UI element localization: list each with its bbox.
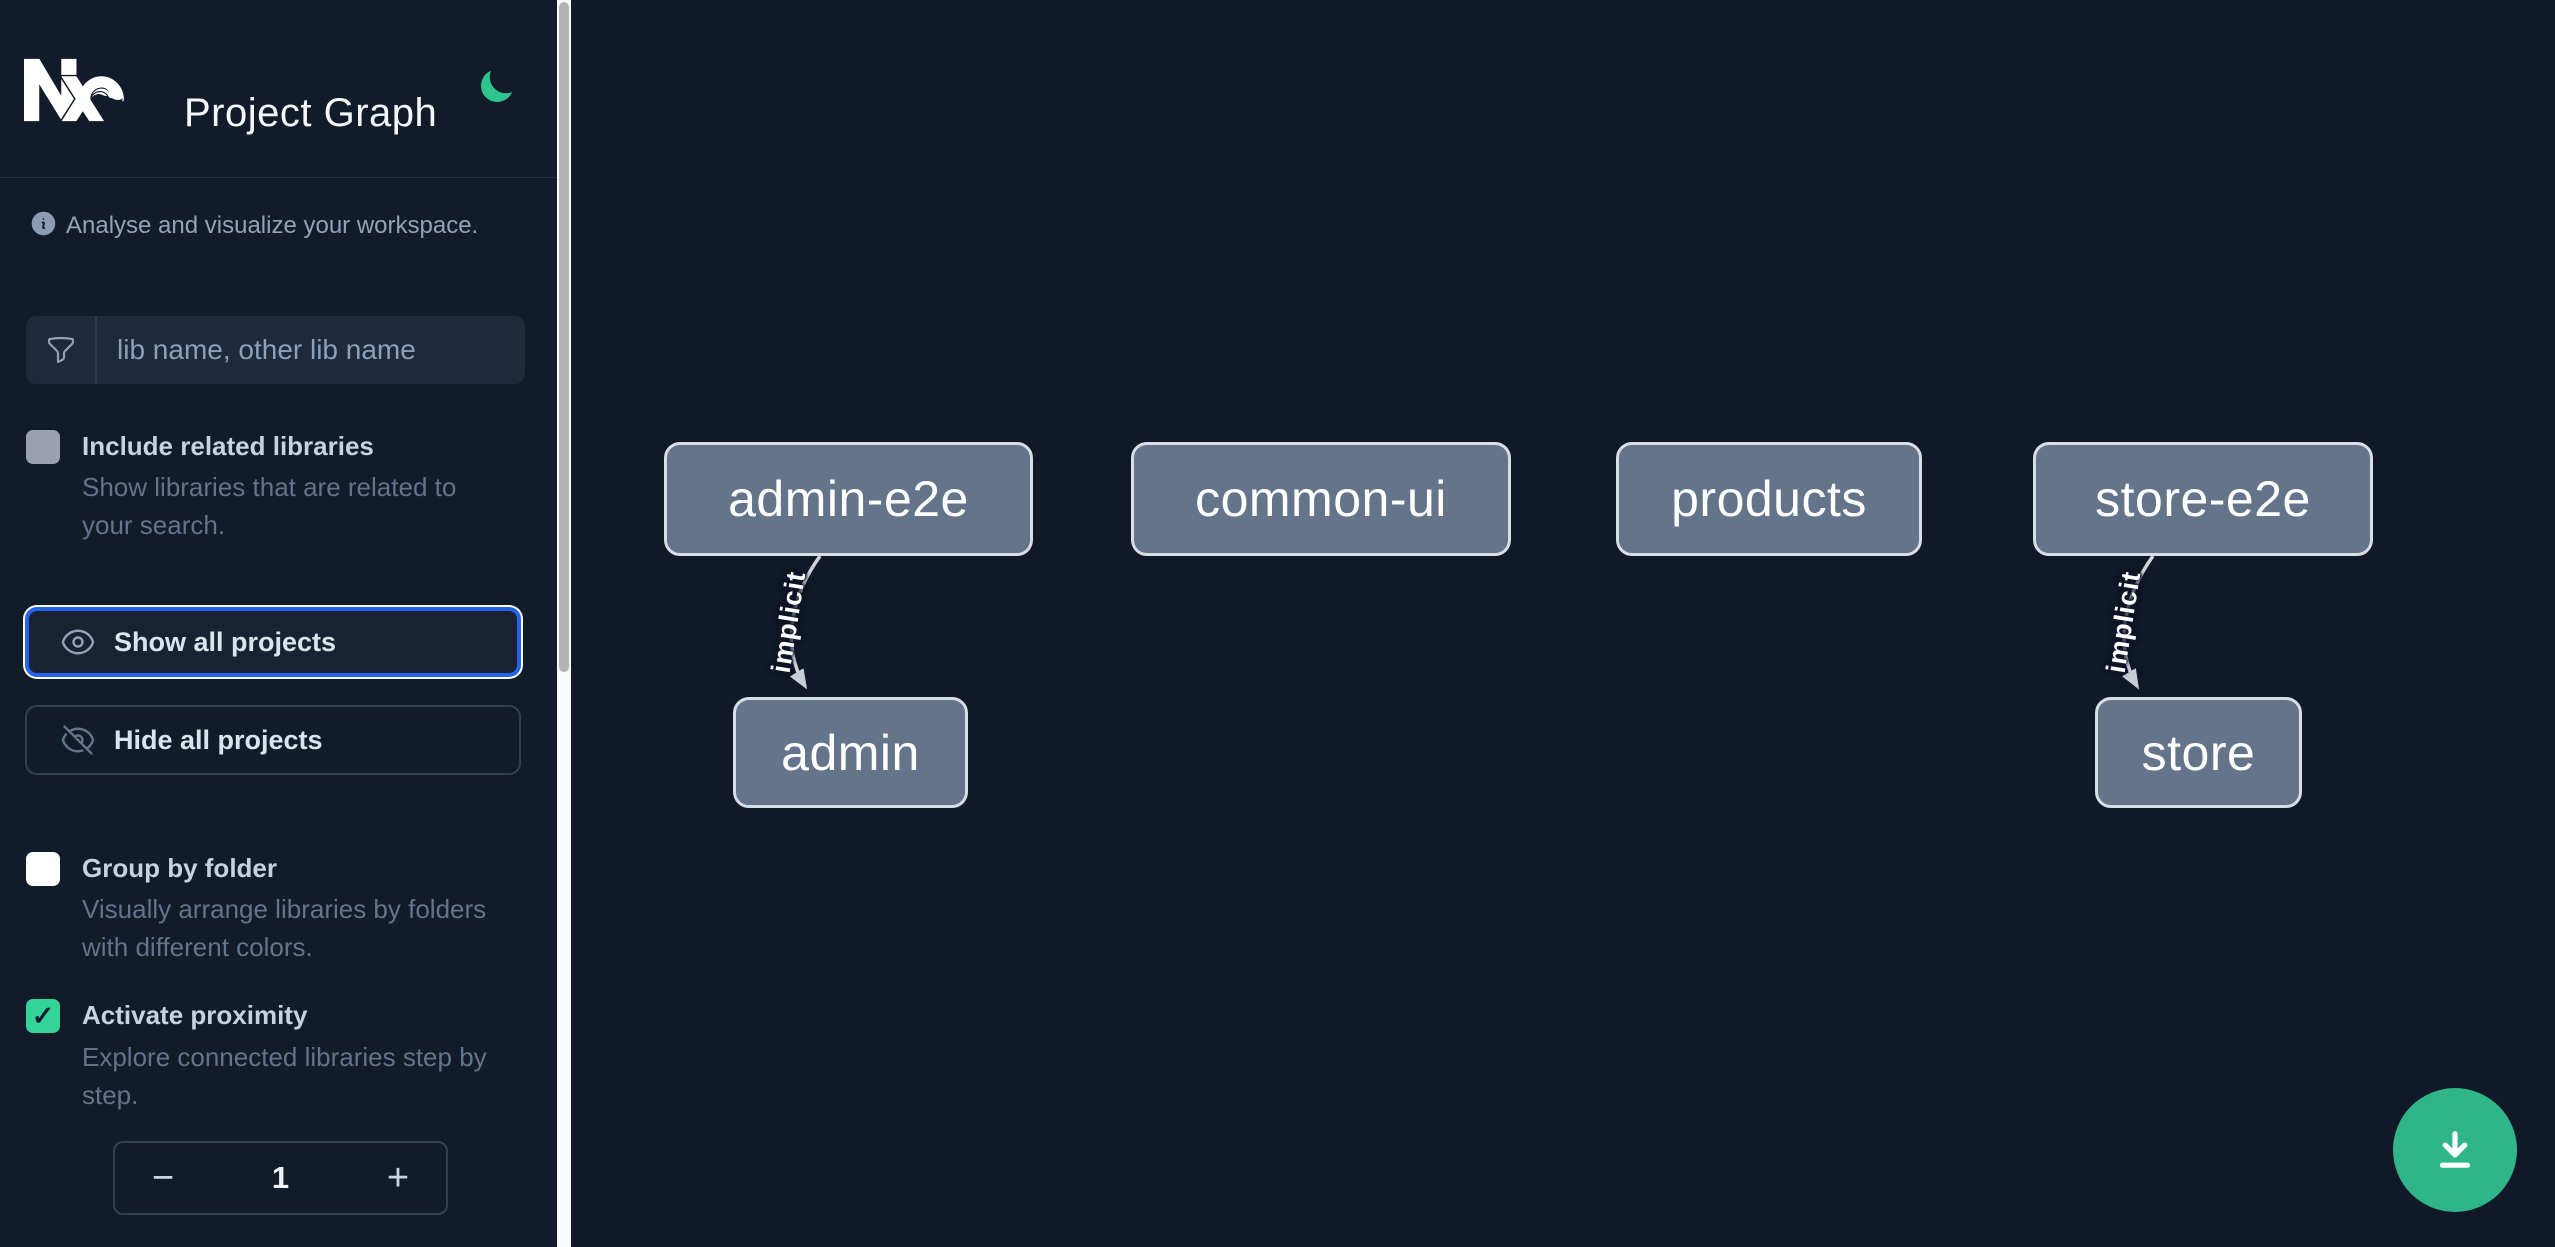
node-label: store (2141, 724, 2256, 781)
include-related-description: Show libraries that are related to your … (82, 472, 457, 540)
sidebar-scrollbar-thumb[interactable] (559, 2, 569, 672)
activate-proximity-description: Explore connected libraries step by step… (82, 1042, 487, 1110)
header-divider (0, 177, 557, 178)
graph-node-common-ui[interactable]: common-ui (1131, 442, 1511, 556)
show-all-projects-button[interactable]: Show all projects (25, 607, 521, 677)
graph-node-store[interactable]: store (2095, 697, 2302, 808)
moon-icon (481, 70, 513, 102)
page-title: Project Graph (184, 90, 438, 135)
check-icon: ✓ (31, 1000, 55, 1031)
node-label: admin (781, 724, 920, 781)
download-image-button[interactable] (2393, 1088, 2517, 1212)
graph-node-admin[interactable]: admin (733, 697, 968, 808)
download-icon (2439, 1131, 2471, 1168)
activate-proximity-checkbox[interactable]: ✓ (26, 999, 60, 1033)
nx-logo (24, 58, 124, 122)
proximity-depth-stepper: − 1 + (113, 1141, 448, 1215)
edge-label-implicit-admin: implicit (765, 568, 812, 675)
decrement-button[interactable]: − (115, 1143, 211, 1213)
group-by-folder-label: Group by folder (82, 853, 277, 883)
group-by-folder-description: Visually arrange libraries by folders wi… (82, 894, 487, 962)
graph-node-store-e2e[interactable]: store-e2e (2033, 442, 2373, 556)
sidebar-scrollbar-track (557, 0, 571, 1247)
increment-button[interactable]: + (350, 1143, 446, 1213)
hide-all-projects-label: Hide all projects (114, 724, 323, 755)
include-related-label: Include related libraries (82, 431, 374, 461)
eye-off-icon (61, 725, 95, 755)
hide-all-projects-button[interactable]: Hide all projects (25, 705, 521, 775)
node-label: store-e2e (2095, 471, 2311, 527)
eye-icon (61, 629, 95, 655)
funnel-icon (26, 316, 97, 384)
activate-proximity-label: Activate proximity (82, 1000, 308, 1030)
info-icon (31, 211, 56, 236)
node-label: admin-e2e (728, 471, 969, 527)
graph-node-admin-e2e[interactable]: admin-e2e (664, 442, 1033, 556)
graph-node-products[interactable]: products (1616, 442, 1922, 556)
tagline: Analyse and visualize your workspace. (66, 212, 479, 239)
show-all-projects-label: Show all projects (114, 626, 337, 657)
search-input[interactable] (97, 316, 525, 384)
graph-canvas[interactable]: admin-e2e common-ui products store-e2e a… (573, 0, 2555, 1247)
search-box (26, 316, 525, 384)
sidebar: Project Graph Analyse and visualize your… (0, 0, 573, 1247)
proximity-depth-value[interactable]: 1 (271, 1160, 290, 1195)
node-label: common-ui (1195, 471, 1447, 527)
node-label: products (1671, 471, 1867, 527)
group-by-folder-checkbox[interactable] (26, 852, 60, 886)
edge-label-implicit-store: implicit (2100, 568, 2147, 675)
graph-edges (789, 554, 2155, 690)
include-related-checkbox (26, 430, 60, 464)
theme-toggle-button[interactable] (476, 67, 516, 107)
